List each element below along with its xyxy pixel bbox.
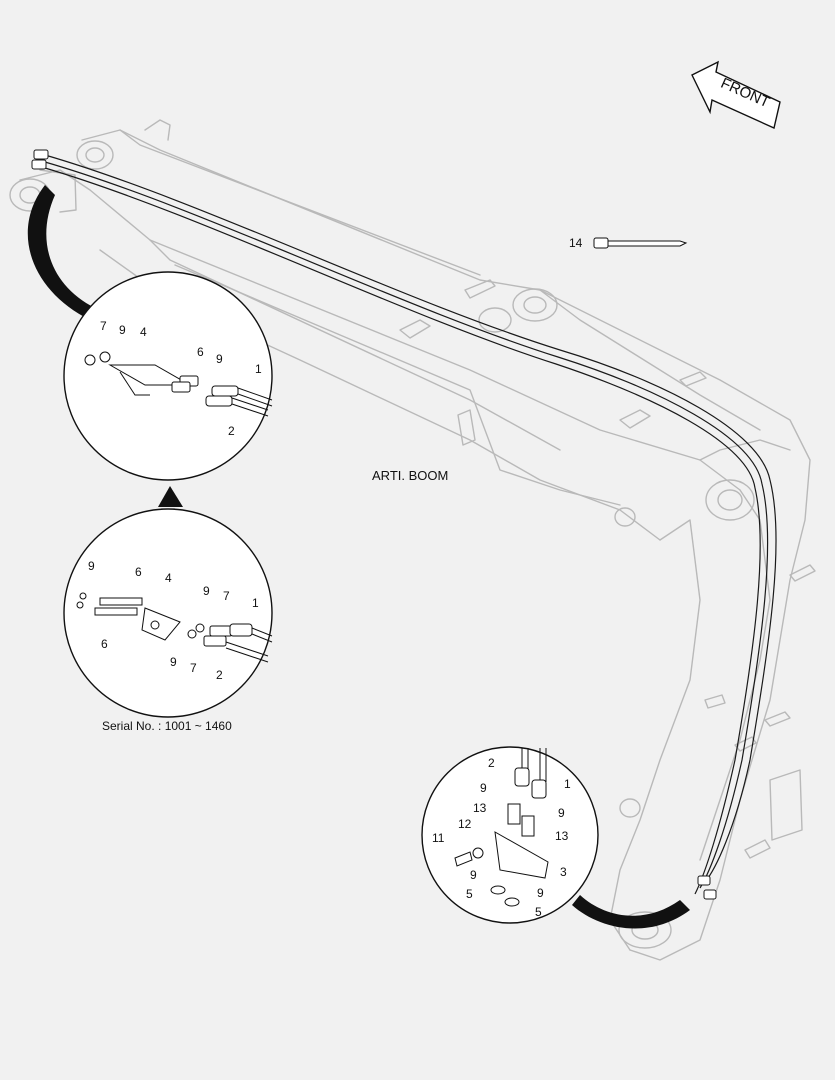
part-label: 6 <box>135 565 142 579</box>
bottom-callout-parts <box>76 592 273 663</box>
part-label: 7 <box>223 589 230 603</box>
part-label: 7 <box>100 319 107 333</box>
part-label: 2 <box>488 756 495 770</box>
part-label-cable-tie: 14 <box>569 236 583 250</box>
part-label: 9 <box>537 886 544 900</box>
part-label: 1 <box>252 596 259 610</box>
part-label: 3 <box>560 865 567 879</box>
assembly-title: ARTI. BOOM <box>372 468 449 483</box>
hose-route <box>44 154 777 895</box>
callout-circle-right <box>421 746 599 924</box>
part-label: 4 <box>140 325 147 339</box>
part-label: 4 <box>165 571 172 585</box>
part-label: 2 <box>228 424 235 438</box>
part-label: 9 <box>216 352 223 366</box>
part-label: 9 <box>558 806 565 820</box>
part-label: 5 <box>466 887 473 901</box>
hose-end-fittings <box>31 149 717 900</box>
top-callout-parts <box>84 351 273 417</box>
serial-note: Serial No. : 1001 ~ 1460 <box>102 719 232 733</box>
part-label: 12 <box>458 817 472 831</box>
part-label: 13 <box>473 801 487 815</box>
part-label: 1 <box>255 362 262 376</box>
part-label: 9 <box>119 323 126 337</box>
part-label: 9 <box>470 868 477 882</box>
part-label: 13 <box>555 829 569 843</box>
part-label: 6 <box>197 345 204 359</box>
part-label: 2 <box>216 668 223 682</box>
front-arrow: FRONT <box>691 60 781 129</box>
leader-arrows <box>27 185 690 929</box>
part-label: 11 <box>432 831 445 845</box>
arti-boom-outline <box>9 119 816 961</box>
part-label: 1 <box>564 777 571 791</box>
part-label: 6 <box>101 637 108 651</box>
callout-circle-bottom <box>63 508 273 718</box>
cable-tie-part <box>593 237 688 249</box>
part-label: 9 <box>480 781 487 795</box>
part-label: 9 <box>88 559 95 573</box>
part-label: 9 <box>203 584 210 598</box>
part-label: 5 <box>535 905 542 919</box>
part-label: 9 <box>170 655 177 669</box>
part-label: 7 <box>190 661 197 675</box>
right-callout-parts <box>454 748 549 907</box>
